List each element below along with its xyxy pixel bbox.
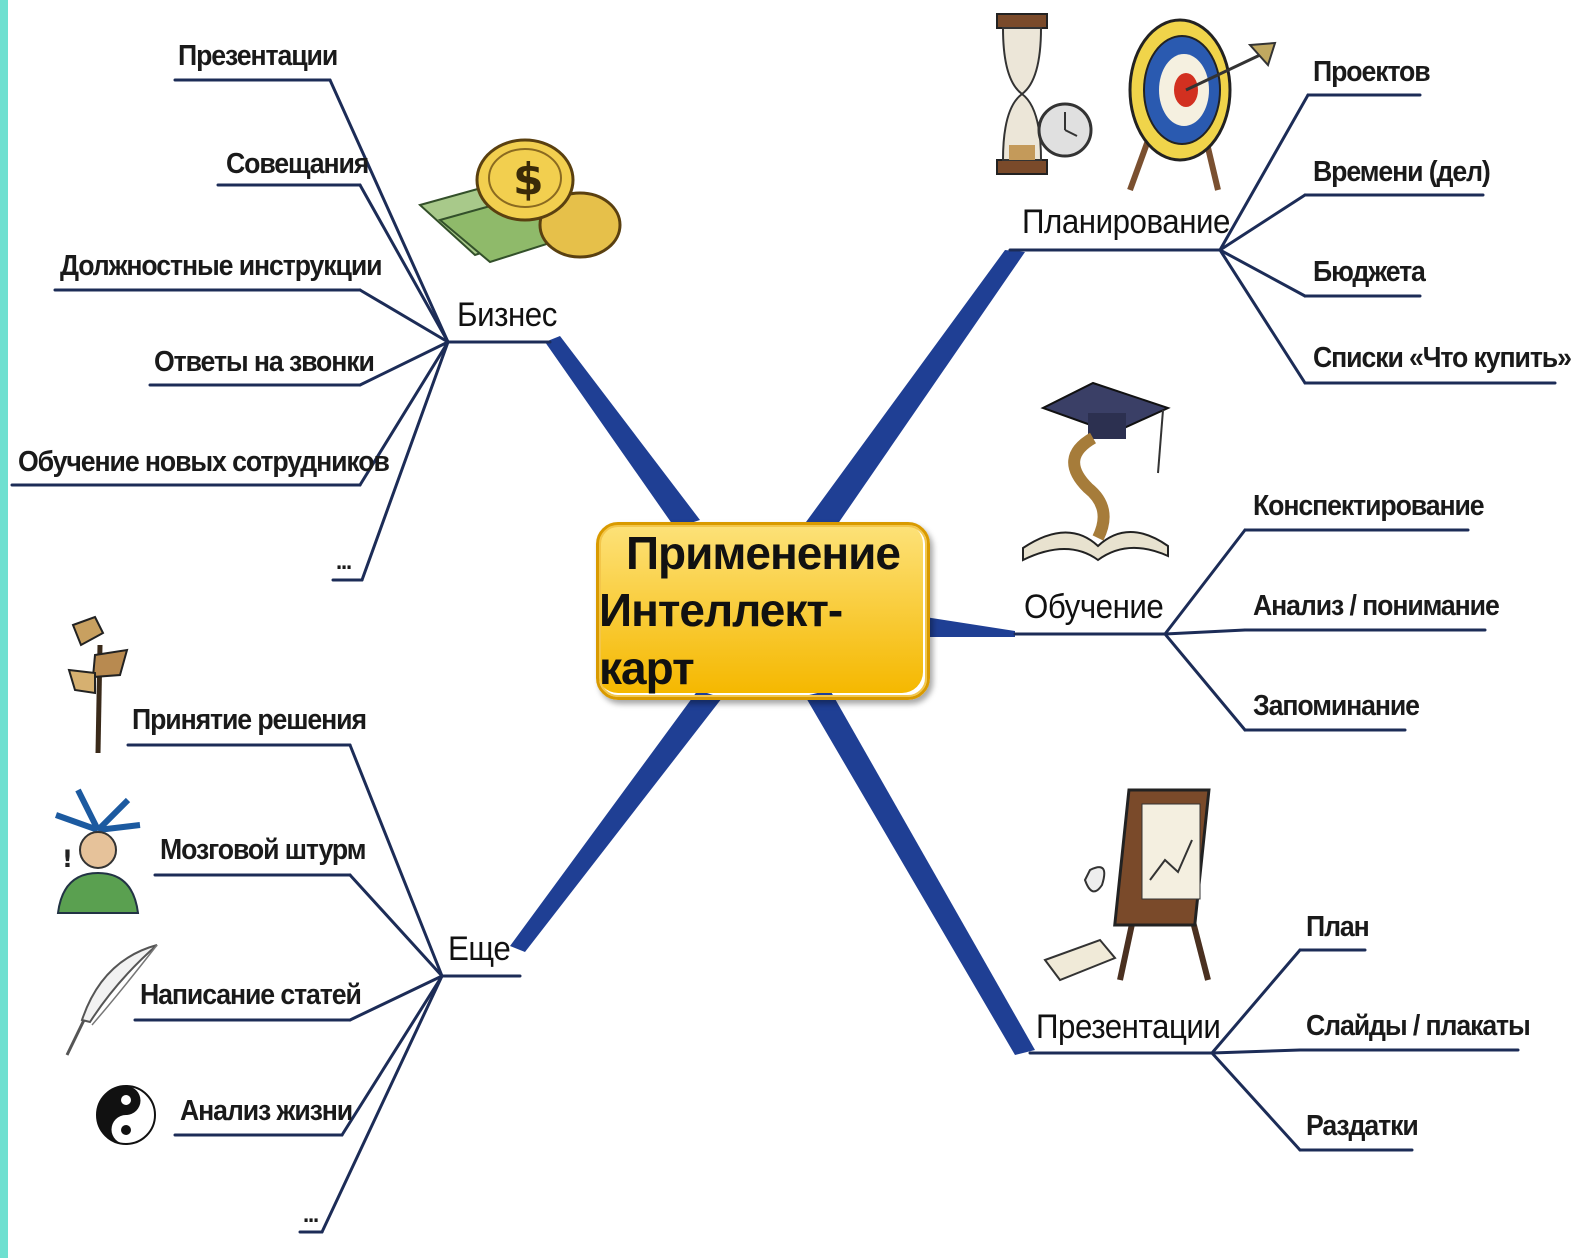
svg-text:$: $: [513, 154, 544, 205]
central-node: Применение Интеллект-карт: [596, 522, 930, 700]
branch-more-label: Еще: [448, 930, 511, 968]
more-item-2: Написание статей: [140, 979, 362, 1011]
more-item-1: Мозговой штурм: [160, 834, 366, 866]
main-branch-more: [510, 690, 722, 952]
more-item-4: ...: [303, 1201, 319, 1228]
business-item-1: Совещания: [226, 148, 369, 180]
business-item-3: Ответы на звонки: [154, 346, 375, 378]
brainstorm-person-icon: !: [54, 788, 141, 914]
business-item-2: Должностные инструкции: [60, 250, 383, 282]
branch-planning-label: Планирование: [1022, 203, 1230, 241]
main-branch-business: [545, 336, 700, 528]
money-icon: $: [417, 138, 622, 264]
center-node-fill: [597, 523, 923, 693]
presentations-item-0: План: [1306, 911, 1370, 943]
quill-icon: [65, 944, 158, 1056]
planning-item-0: Проектов: [1313, 56, 1431, 88]
main-branch-presentations: [805, 690, 1035, 1055]
branch-learning-label: Обучение: [1024, 588, 1164, 626]
learning-item-1: Анализ / понимание: [1253, 590, 1500, 622]
more-item-3: Анализ жизни: [180, 1095, 353, 1127]
branch-presentations-label: Презентации: [1036, 1008, 1221, 1046]
left-edge-strip: [0, 0, 8, 1258]
main-branch-planning: [806, 250, 1025, 528]
main-branch-learning: [925, 617, 1015, 637]
central-title-line2: Интеллект-карт: [599, 584, 843, 694]
learning-item-0: Конспектирование: [1253, 490, 1485, 522]
svg-text:!: !: [62, 845, 73, 873]
presentations-item-1: Слайды / плакаты: [1306, 1010, 1531, 1042]
main-branches: [510, 250, 1035, 1055]
presentations-item-2: Раздатки: [1306, 1110, 1419, 1142]
planning-item-2: Бюджета: [1313, 256, 1426, 288]
branch-business-label: Бизнес: [457, 296, 557, 334]
more-item-0: Принятие решения: [132, 704, 367, 736]
hourglass-clock-icon: [996, 13, 1093, 175]
central-title-line1: Применение: [625, 526, 901, 579]
planning-item-1: Времени (дел): [1313, 156, 1491, 188]
signpost-icon: [67, 615, 129, 754]
learning-item-2: Запоминание: [1253, 690, 1420, 722]
target-icon: [1127, 18, 1277, 192]
business-item-0: Презентации: [178, 40, 338, 72]
easel-icon: [1043, 788, 1211, 982]
business-item-4: Обучение новых сотрудников: [18, 446, 390, 478]
business-item-5: ...: [336, 548, 352, 575]
yin-yang-icon: [96, 1085, 156, 1145]
sub-branches: [10, 78, 1557, 1234]
planning-item-3: Списки «Что купить»: [1313, 342, 1572, 374]
graduation-book-icon: [1022, 381, 1171, 562]
